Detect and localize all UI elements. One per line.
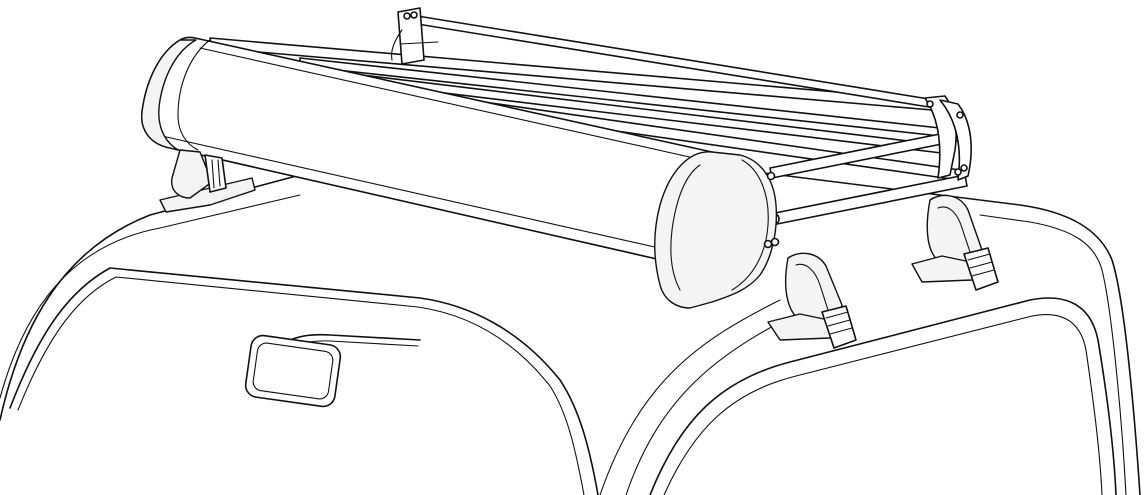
car-roof [0, 164, 1141, 495]
front-left-clamp-ridges [825, 311, 853, 335]
right-upright-bolt-3 [960, 164, 968, 172]
mirror-glass [252, 342, 334, 400]
roof-rear-edge-line [979, 214, 1127, 495]
end-cap-bolt-bottom-1 [763, 239, 773, 249]
windshield-inner [17, 276, 585, 495]
rear-bracket-arm [391, 29, 403, 61]
front-left-foot-contour [795, 263, 829, 311]
windshield-outer [9, 267, 599, 495]
front-left-clamp [821, 305, 857, 349]
mirror-body [244, 334, 342, 408]
side-window-inner [663, 313, 1103, 495]
right-upright-front [939, 99, 972, 181]
right-end-uprights [924, 95, 972, 181]
front-right-foot [911, 194, 999, 291]
end-cap-bolt-bottom-2 [770, 237, 780, 247]
right-upright-bolt-4 [926, 100, 934, 108]
carrier-bottom-seam [161, 135, 669, 251]
rear-bracket-bolt-2 [410, 11, 418, 19]
rear-left-foot-post-line [211, 159, 221, 189]
windshield [9, 267, 599, 495]
right-upright-bolt-2 [954, 168, 962, 176]
left-end-cap-ring [177, 39, 211, 151]
end-cap-bolt-top [766, 171, 776, 181]
side-window-outer [649, 297, 1117, 495]
roof-bevel-line [0, 194, 301, 399]
roof-crease-2 [625, 311, 801, 495]
right-end-cap [654, 151, 778, 309]
right-end-cap-rim [731, 159, 769, 291]
rear-bracket-post [397, 7, 425, 65]
right-end-cap-inner [670, 164, 701, 291]
carrier-box [141, 36, 780, 309]
front-right-foot-contour [937, 206, 971, 253]
front-right-clamp [963, 247, 999, 291]
front-left-foot [767, 252, 857, 349]
rear-bracket [391, 7, 439, 65]
left-end-cap [141, 39, 197, 151]
front-right-clamp-ridges [967, 253, 995, 277]
rear-left-foot [159, 149, 256, 213]
side-window [649, 297, 1117, 495]
rear-left-foot-post [204, 154, 227, 193]
rear-bracket-bolt-1 [403, 12, 411, 20]
rear-bracket-strap [399, 41, 439, 45]
roof-outline [0, 164, 1141, 495]
rear-left-foot-body [171, 149, 213, 199]
rear-view-mirror [244, 333, 421, 408]
carrier-top-seam [199, 47, 713, 163]
right-upright-bolt-1 [956, 111, 964, 119]
roof-crease [599, 299, 781, 495]
